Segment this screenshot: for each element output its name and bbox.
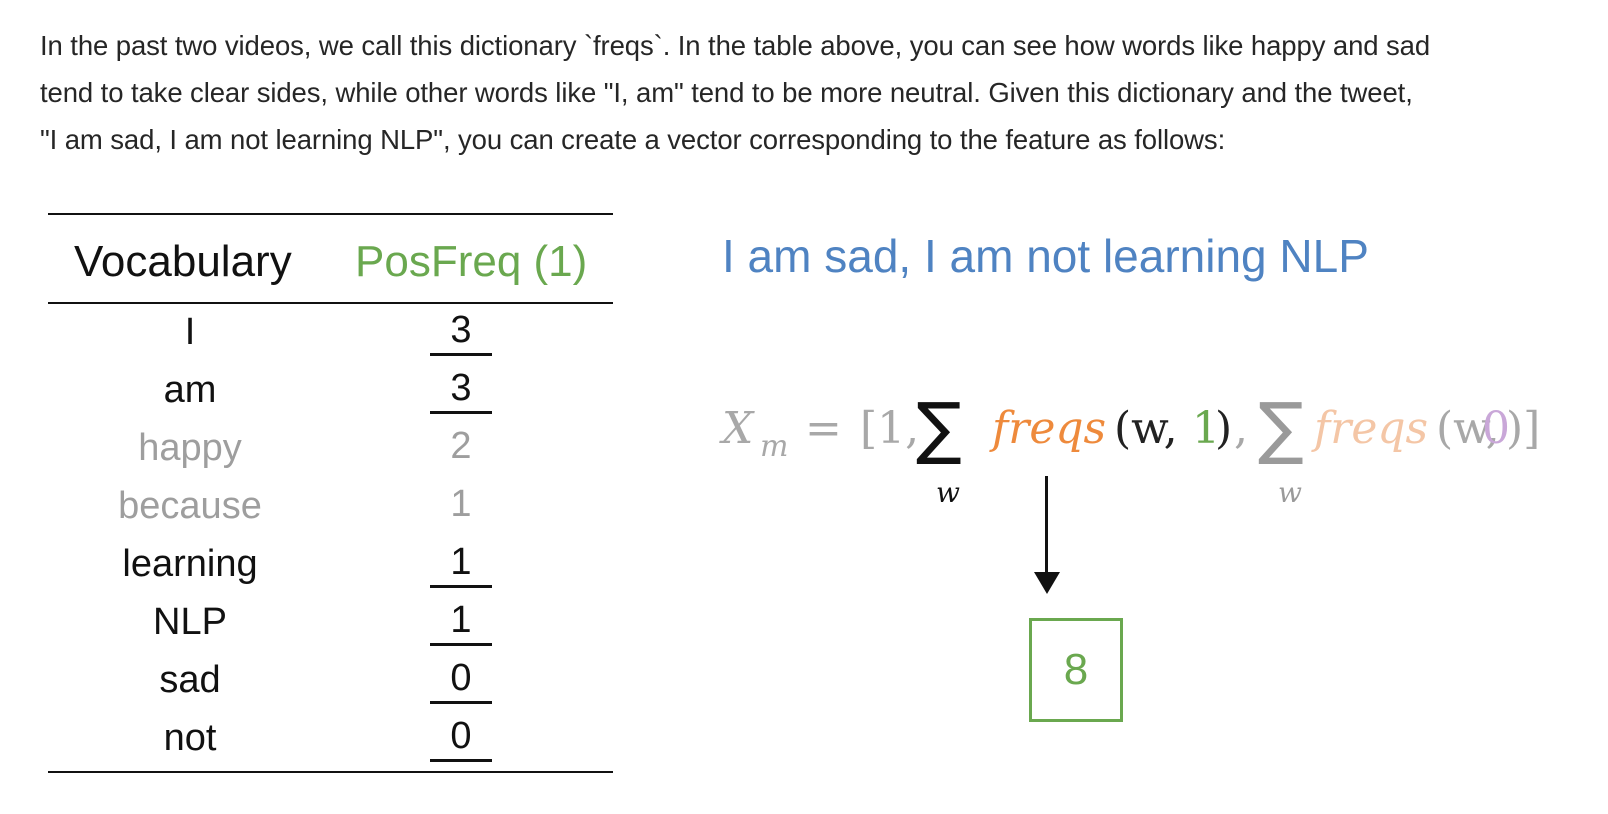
formula-freqs-negative: freqs [1314, 403, 1429, 454]
result-value: 8 [1063, 645, 1089, 694]
table-row: sad 0 [48, 653, 613, 711]
row-count: 1 [430, 597, 492, 646]
row-count: 0 [430, 713, 492, 762]
table-row: am 3 [48, 363, 613, 421]
row-count: 0 [430, 655, 492, 704]
intro-line-1: In the past two videos, we call this dic… [40, 30, 1431, 61]
formula-class-zero: 0 [1482, 403, 1510, 454]
row-word: sad [159, 659, 221, 701]
table-row: not 0 [48, 711, 613, 769]
intro-line-2: tend to take clear sides, while other wo… [40, 77, 1413, 108]
formula-equals: = [805, 403, 842, 454]
row-count: 1 [450, 483, 472, 525]
result-box: 8 [1029, 618, 1123, 722]
intro-line-3: "I am sad, I am not learning NLP", you c… [40, 124, 1226, 155]
table-row: happy 2 [48, 421, 613, 479]
row-word: am [163, 369, 217, 411]
formula-subscript-m: m [760, 429, 789, 464]
table-top-rule [48, 213, 613, 215]
summation-icon: ∑ [916, 389, 962, 468]
table-row: because 1 [48, 479, 613, 537]
row-count: 2 [450, 425, 472, 467]
row-word: NLP [153, 601, 227, 643]
row-count: 3 [430, 307, 492, 356]
formula-class-one: 1 [1192, 403, 1220, 454]
formula-open-bracket: [1, [860, 403, 920, 454]
row-word: happy [138, 427, 242, 469]
table-header-rule [48, 302, 613, 304]
row-word: not [163, 717, 217, 759]
row-word: learning [122, 543, 258, 585]
table-row: learning 1 [48, 537, 613, 595]
feature-formula: X m = [1, ∑ w freqs (w, 1 ) , ∑ w freqs … [722, 394, 1602, 514]
formula-comma: , [1234, 403, 1248, 454]
formula-close-bracket: )] [1506, 403, 1541, 454]
header-vocabulary: Vocabulary [74, 237, 292, 286]
formula-freqs-positive: freqs [992, 403, 1107, 454]
header-posfreq: PosFreq (1) [355, 237, 588, 286]
intro-paragraph: In the past two videos, we call this dic… [40, 22, 1600, 163]
formula-x: X [722, 403, 754, 454]
table-row: I 3 [48, 305, 613, 363]
summation-icon: ∑ [1258, 389, 1304, 468]
formula-sum-index: w [936, 476, 960, 509]
row-word: I [184, 311, 196, 353]
table-row: NLP 1 [48, 595, 613, 653]
formula-arg-positive: (w, [1114, 403, 1178, 454]
tweet-text: I am sad, I am not learning NLP [722, 230, 1369, 282]
arrow-head-icon [1034, 572, 1060, 594]
vocabulary-table: Vocabulary PosFreq (1) I 3 am 3 happy 2 … [48, 213, 613, 773]
down-arrow-icon [1045, 476, 1048, 576]
table-bottom-rule [48, 771, 613, 773]
row-count: 3 [430, 365, 492, 414]
row-count: 1 [430, 539, 492, 588]
formula-arg-negative: (w, [1436, 403, 1500, 454]
formula-close-paren: ) [1215, 403, 1233, 454]
formula-sum-index: w [1278, 476, 1302, 509]
row-word: because [118, 485, 262, 527]
